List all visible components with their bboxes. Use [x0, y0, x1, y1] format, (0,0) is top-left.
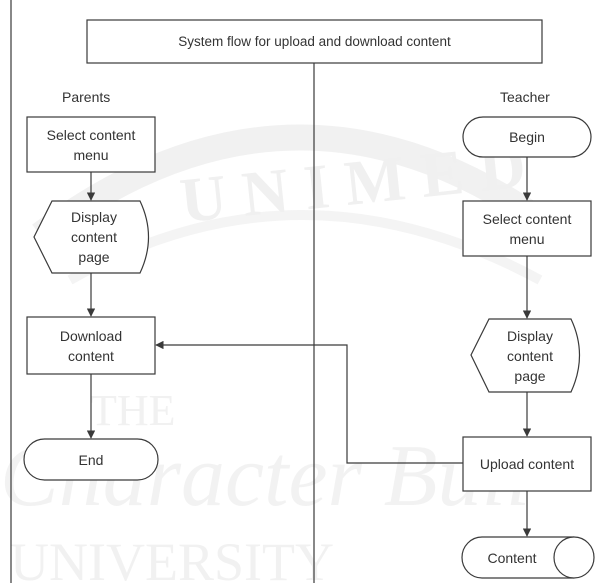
teacher-content-store: [461, 536, 595, 579]
teacher-display-page-shape: [470, 318, 580, 393]
parents-download-box: [26, 316, 156, 375]
parents-end-terminator: [23, 438, 159, 481]
teacher-begin-terminator: [462, 116, 592, 158]
parents-select-menu-box: [26, 116, 156, 173]
title-box: [86, 19, 543, 64]
svg-text:UNIVERSITY: UNIVERSITY: [10, 532, 334, 583]
lane-label-teacher: Teacher: [500, 89, 550, 105]
lane-label-parents: Parents: [62, 89, 111, 105]
teacher-upload-box: [462, 436, 592, 492]
arrow-upload-to-download: [155, 340, 463, 464]
svg-text:THE: THE: [90, 386, 176, 435]
teacher-select-menu-box: [462, 200, 592, 257]
diagram-frame: [10, 0, 12, 583]
parents-display-page-shape: [33, 200, 149, 274]
